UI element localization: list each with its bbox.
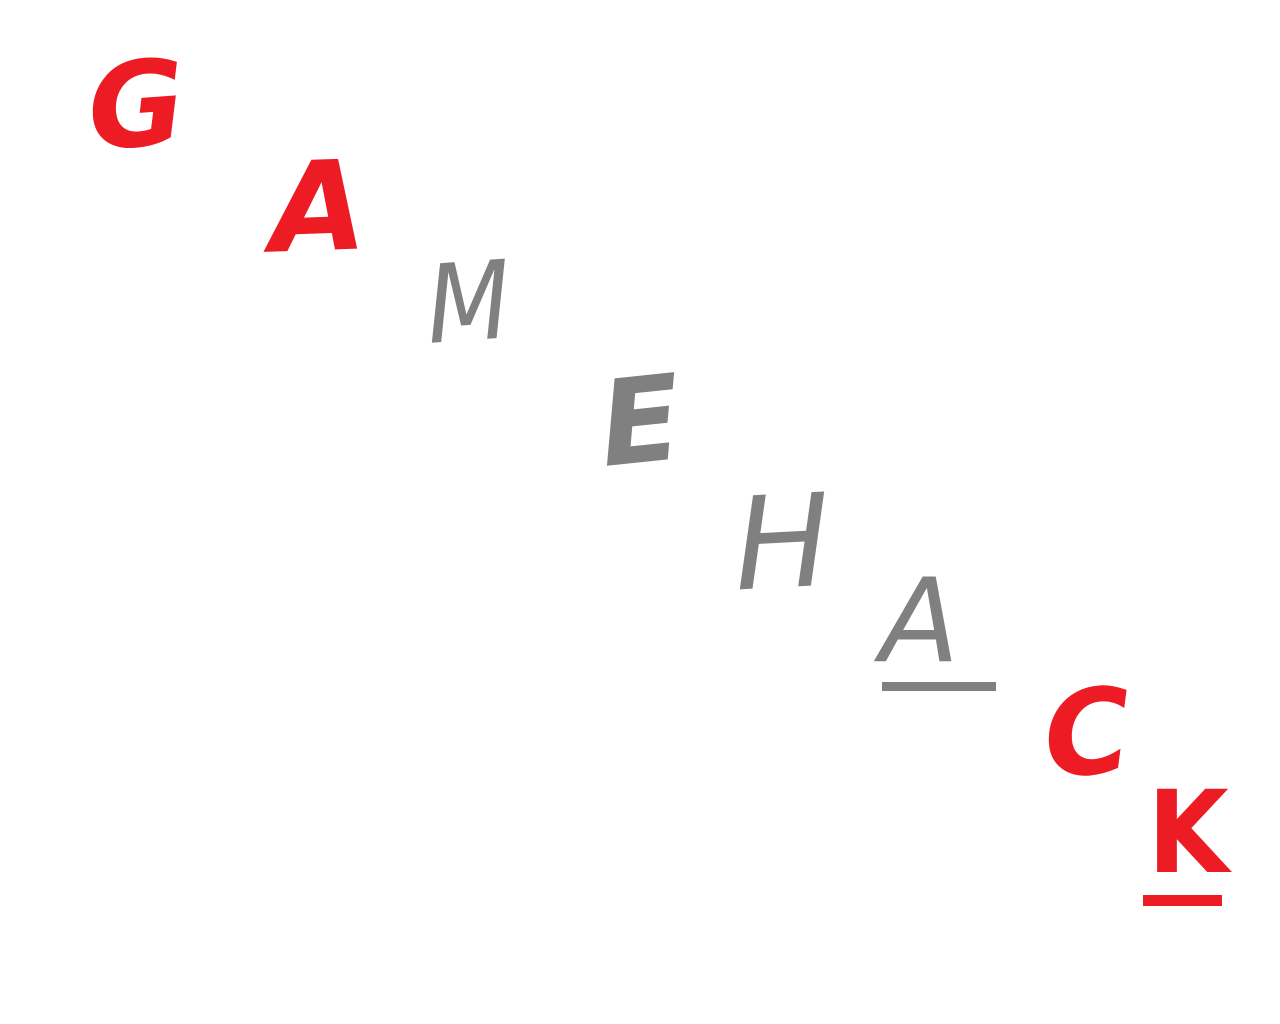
letter-a-underline xyxy=(882,682,996,691)
logo-letter-g: G xyxy=(83,32,190,178)
logo-letter-m: M xyxy=(422,238,515,369)
logo-letter-a-underlined: A xyxy=(880,554,960,689)
letter-k-underline xyxy=(1143,895,1222,906)
logo-letter-h: H xyxy=(730,466,835,621)
logo-letter-k-underlined: K xyxy=(1147,766,1229,899)
logo-letter-c: C xyxy=(1039,661,1136,805)
logo-letter-e: E xyxy=(593,348,688,494)
logo-letter-a: A xyxy=(267,134,369,282)
